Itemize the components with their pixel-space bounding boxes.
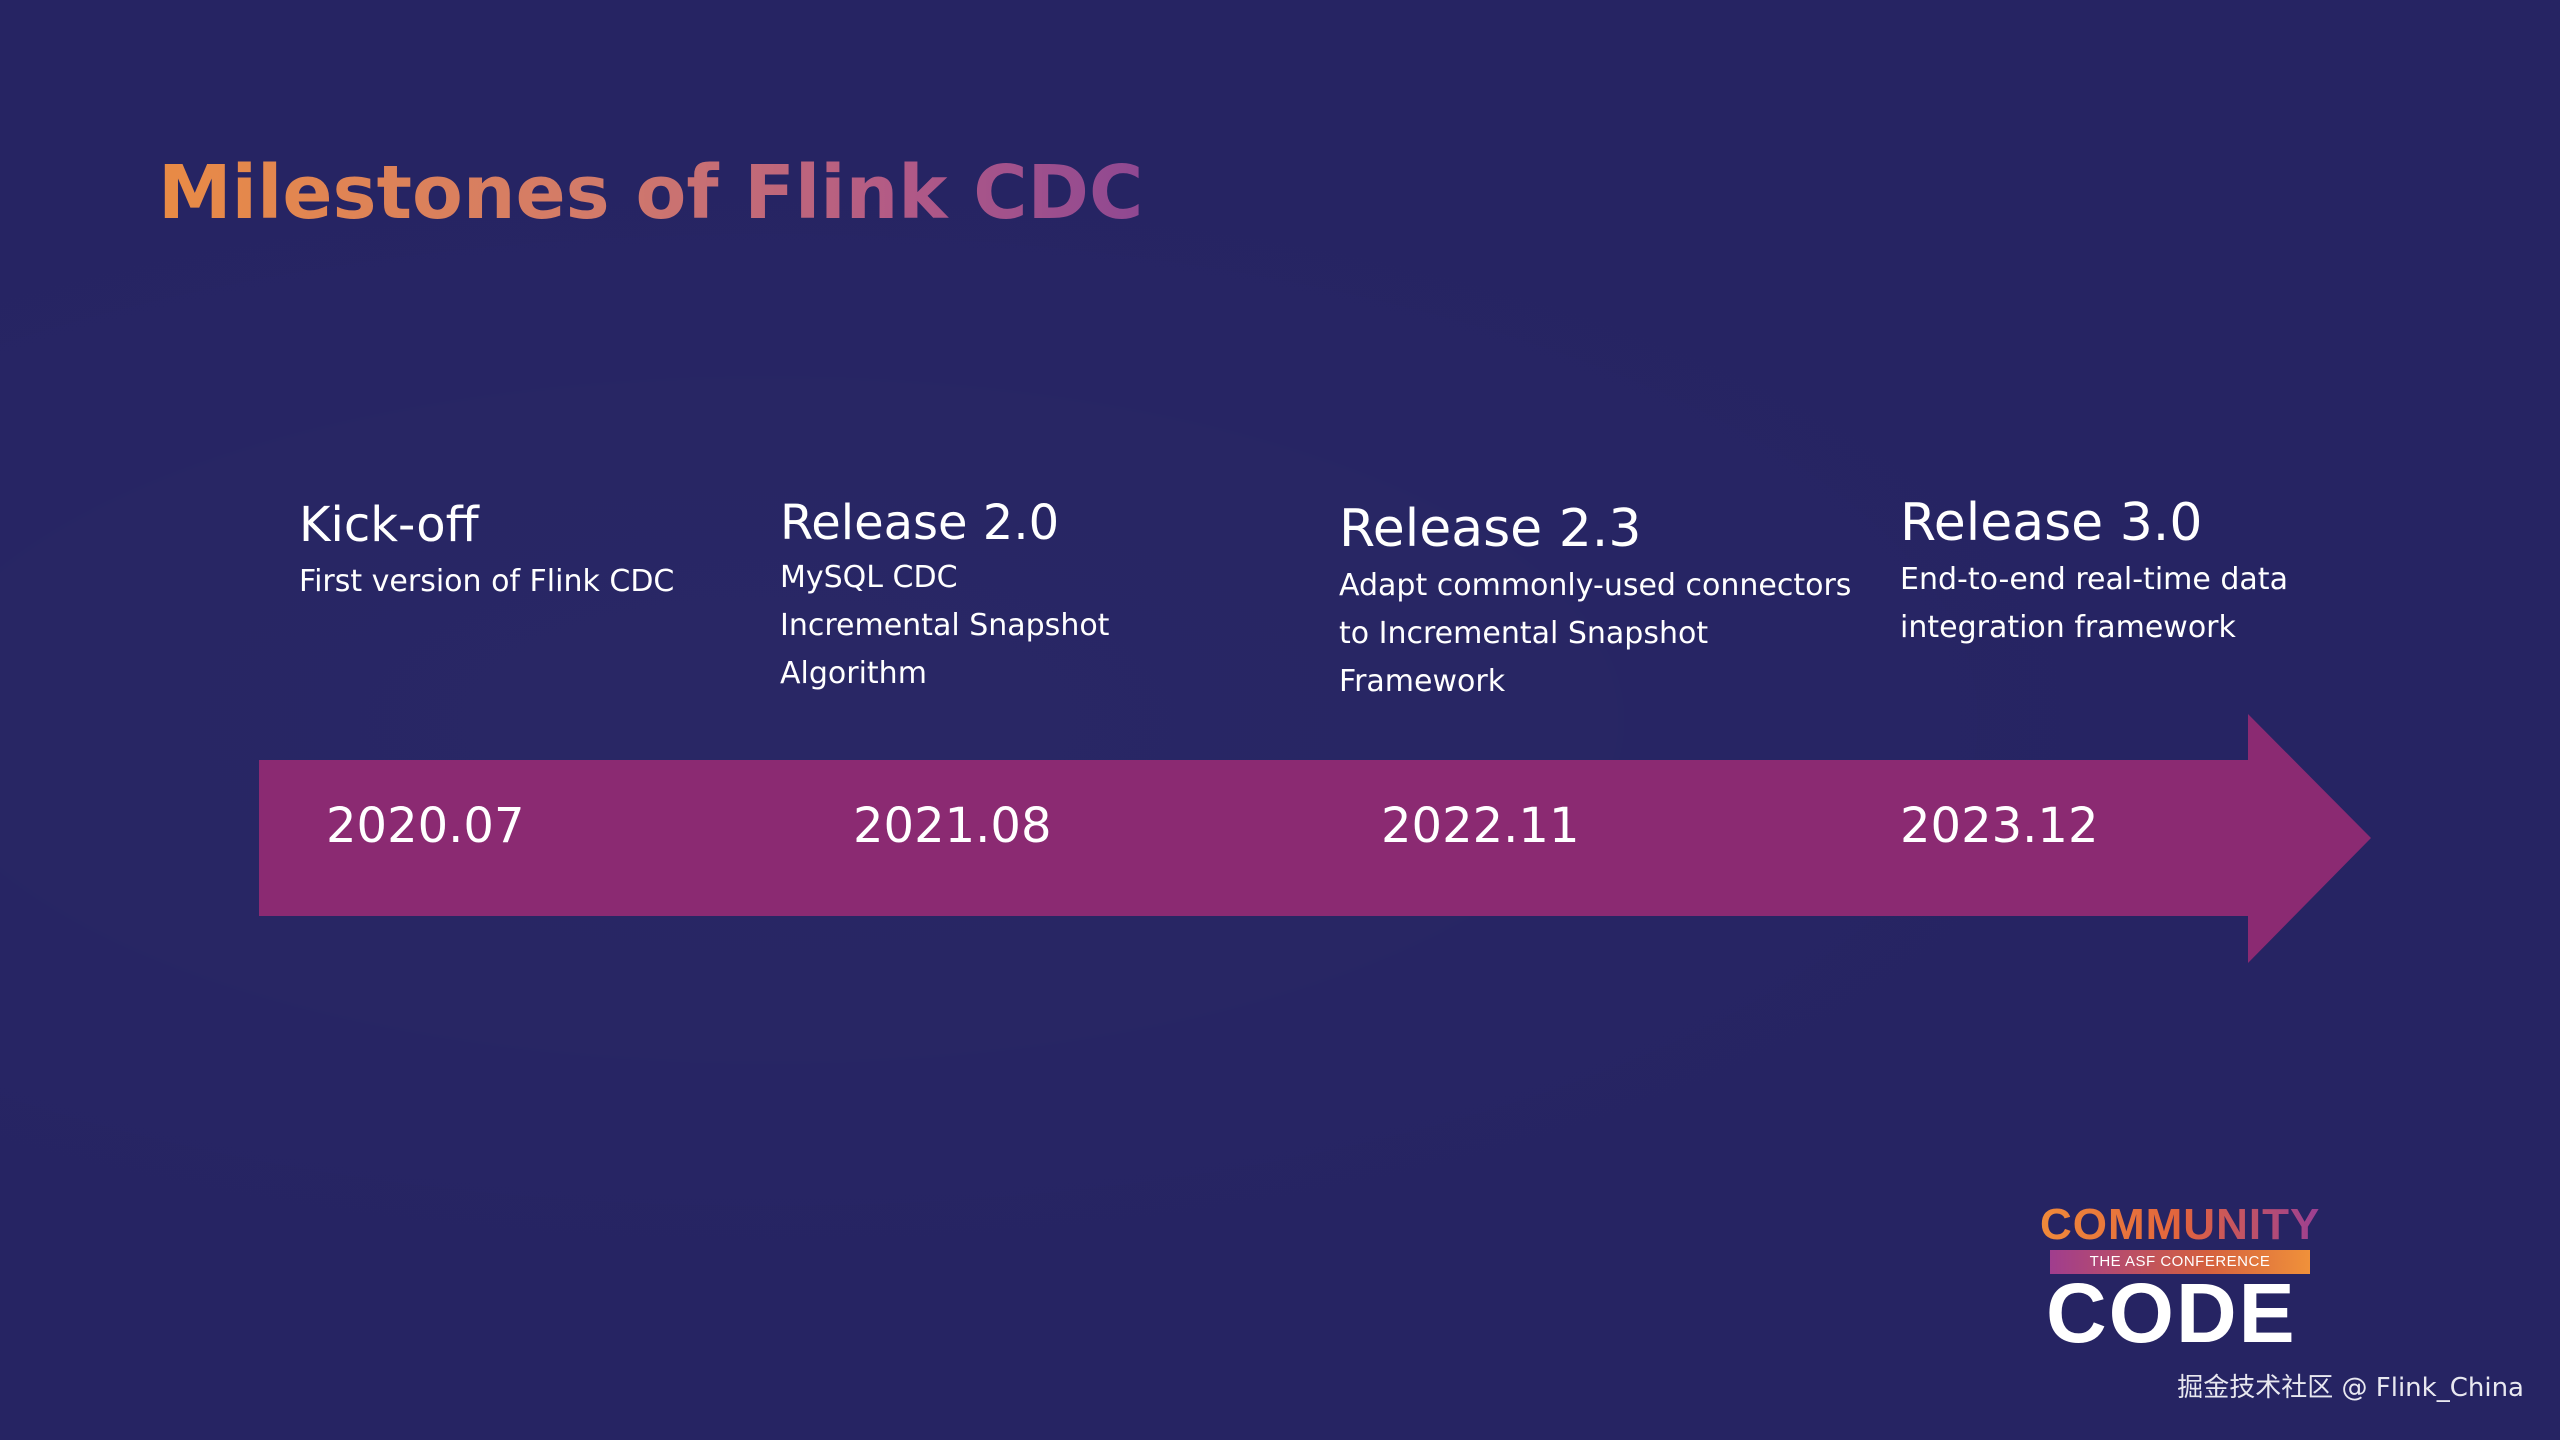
milestone-title: Release 3.0 <box>1900 493 2203 553</box>
milestone-description-line: to Incremental Snapshot <box>1339 616 1709 651</box>
milestone-title: Kick-off <box>299 497 479 553</box>
community-over-code-logo: COMMUNITY THE ASF CONFERENCE CODE <box>2040 1200 2321 1358</box>
milestone-release-2-3: Release 2.3 Adapt commonly-used connecto… <box>1339 500 1851 706</box>
milestone-release-3-0: Release 3.0 End-to-end real-time data in… <box>1900 494 2288 652</box>
milestone-date: 2023.12 <box>1900 798 2099 854</box>
logo-code-text: CODE <box>2046 1266 2297 1360</box>
milestone-title: Release 2.0 <box>780 495 1060 551</box>
watermark: 掘金技术社区 @ Flink_China <box>2177 1373 2524 1403</box>
milestone-date: 2021.08 <box>853 798 1052 854</box>
slide-title: Milestones of Flink CDC <box>158 150 1144 236</box>
milestone-description-line: Incremental Snapshot <box>780 608 1110 643</box>
logo-community-text: COMMUNITY <box>2040 1200 2321 1249</box>
milestone-description-line: End-to-end real-time data <box>1900 562 2288 597</box>
milestone-description-line: Framework <box>1339 664 1506 699</box>
milestone-release-2-0: Release 2.0 MySQL CDC Incremental Snapsh… <box>780 494 1109 698</box>
milestone-kickoff: Kick-off First version of Flink CDC <box>299 496 674 606</box>
logo-band-text: THE ASF CONFERENCE <box>2050 1250 2310 1274</box>
milestone-title: Release 2.3 <box>1339 499 1642 559</box>
milestone-description-line: Adapt commonly-used connectors <box>1339 568 1852 603</box>
milestone-description-line: integration framework <box>1900 610 2236 645</box>
milestone-description-line: Algorithm <box>780 656 927 691</box>
milestone-date: 2020.07 <box>326 798 525 854</box>
milestone-description-line: First version of Flink CDC <box>299 564 675 599</box>
milestone-date: 2022.11 <box>1381 798 1580 854</box>
milestone-description-line: MySQL CDC <box>780 560 958 595</box>
